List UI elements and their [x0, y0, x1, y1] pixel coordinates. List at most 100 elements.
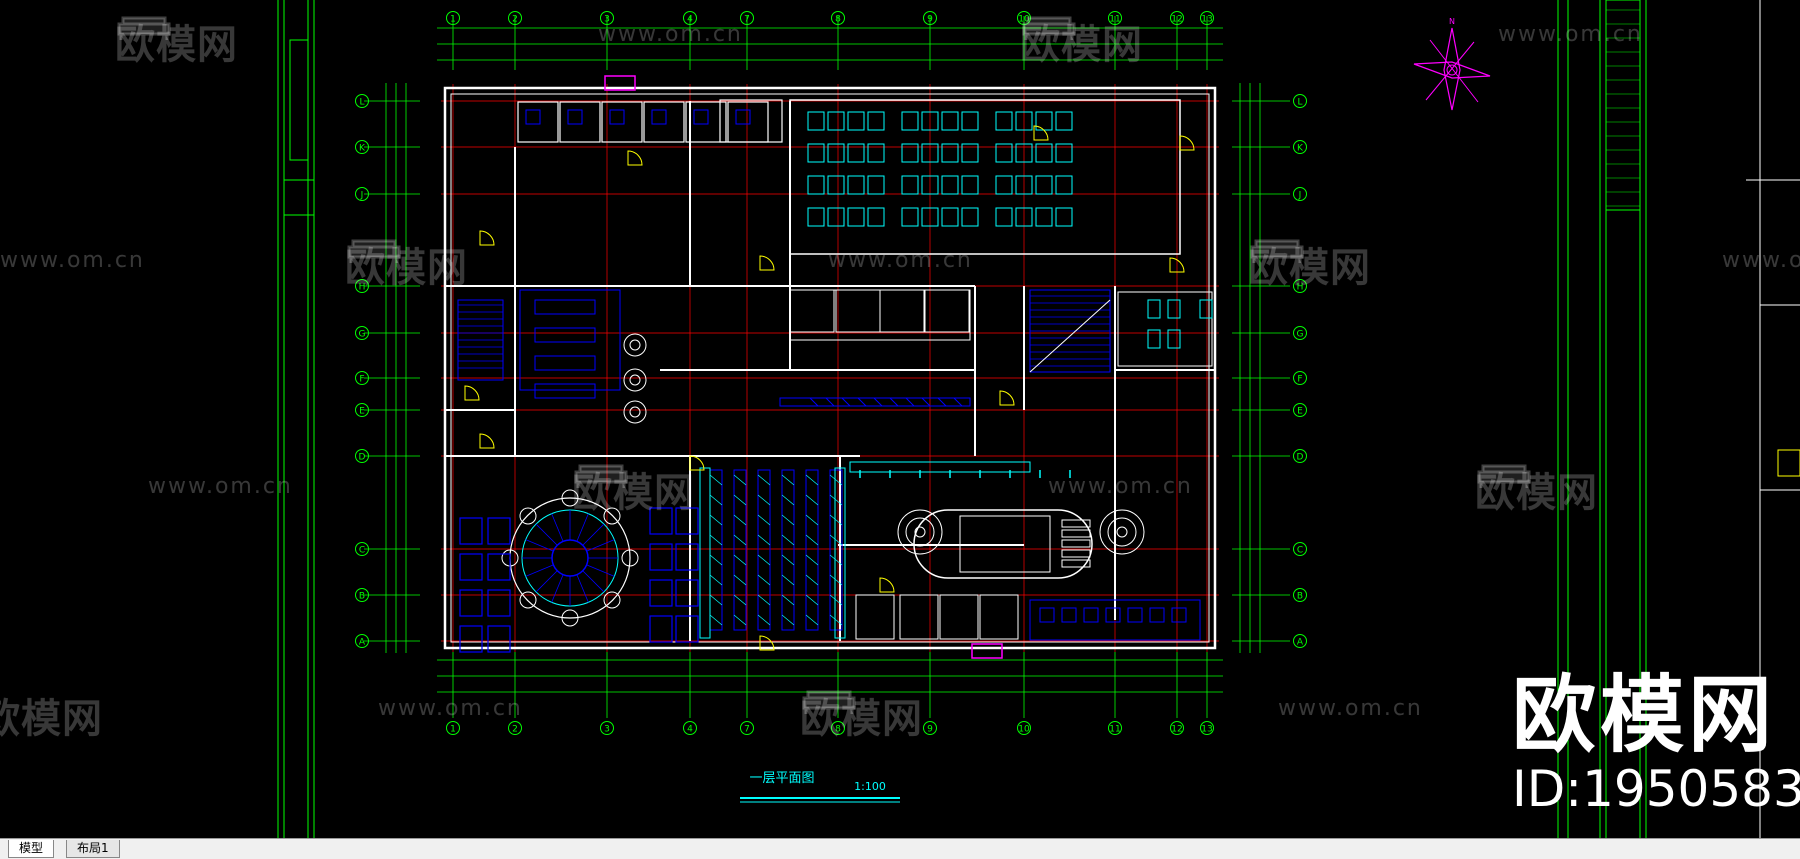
round-table-radial [576, 574, 589, 603]
bookshelf [781, 469, 795, 631]
pool-step [1061, 519, 1091, 528]
seat-chair [1055, 143, 1073, 163]
row-axis-bubble [355, 187, 369, 201]
lounge-chair [561, 609, 579, 627]
counter-hatch [921, 397, 931, 407]
column-axis-bubble [683, 721, 697, 735]
bookshelf-hatch [733, 494, 747, 506]
tab-model[interactable]: 模型 [8, 840, 55, 858]
column-axis-bubble [508, 11, 522, 25]
small-room [559, 101, 601, 143]
seat-chair [995, 207, 1013, 227]
row-axis-bubble [355, 371, 369, 385]
bookshelf-hatch [805, 494, 819, 506]
round-table-radial [586, 564, 615, 577]
tab-layout1[interactable]: 布局1 [66, 840, 120, 858]
counter-hatch [809, 397, 819, 407]
small-room [601, 101, 643, 143]
toilet-fixture [1147, 299, 1161, 319]
row-axis-label: B [1297, 592, 1303, 602]
column-axis-label: 3 [604, 725, 610, 735]
seat-chair [1015, 207, 1033, 227]
column-axis-label: 3 [604, 15, 610, 25]
rest-bench [1061, 607, 1077, 623]
column-axis-label: 7 [744, 725, 750, 735]
bookshelf-side [834, 467, 846, 639]
door-swing [1033, 125, 1049, 141]
counter-hatch [953, 397, 963, 407]
toilet-room [1117, 291, 1213, 367]
seat-chair [807, 207, 825, 227]
seat-chair [867, 175, 885, 195]
sofa-seat [487, 589, 511, 617]
counter-hatch [857, 397, 867, 407]
counter [779, 397, 971, 407]
furniture-item [651, 109, 667, 125]
counter-hatch [873, 397, 883, 407]
bookshelf [829, 469, 843, 631]
door-swing [464, 385, 480, 401]
washing-machine [629, 406, 641, 418]
row-axis-label: G [1297, 330, 1304, 340]
spa-pool [905, 517, 935, 547]
bookshelf-hatch [709, 494, 723, 506]
column-axis-label: 12 [1171, 15, 1182, 25]
door-swing [479, 230, 495, 246]
sofa-seat [649, 543, 673, 571]
entrance-steps [604, 75, 636, 91]
small-room [517, 101, 559, 143]
sofa-seat [487, 625, 511, 653]
seat-chair [921, 143, 939, 163]
north-arrow-label: N [1449, 17, 1455, 26]
column-axis-label: 4 [687, 725, 693, 735]
row-axis-bubble [1293, 403, 1307, 417]
door-swing [1169, 257, 1185, 273]
round-table-radial [525, 539, 554, 552]
lounge-chair [561, 489, 579, 507]
exterior-wall [443, 86, 1217, 650]
changing-room [979, 594, 1019, 640]
seat-chair [1015, 143, 1033, 163]
seat-chair [847, 111, 865, 131]
drawing-title: 一层平面图 [749, 771, 814, 786]
brand-id: ID:1950583 [1512, 760, 1800, 818]
seat-chair [1015, 111, 1033, 131]
brand-name: 欧模网 [1512, 666, 1777, 764]
seat-chair [921, 207, 939, 227]
row-axis-label: D [1297, 453, 1304, 463]
bookshelf-hatch [709, 554, 723, 566]
seat-chair [941, 175, 959, 195]
row-axis-label: C [1297, 546, 1303, 556]
bookshelf-hatch [805, 534, 819, 546]
column-axis-bubble [923, 11, 937, 25]
bookshelf-hatch [709, 474, 723, 486]
row-axis-bubble [1293, 187, 1307, 201]
column-axis-bubble [923, 721, 937, 735]
row-axis-bubble [355, 94, 369, 108]
bookshelf-hatch [709, 614, 723, 626]
entrance-steps [971, 643, 1003, 659]
furniture-item [567, 109, 583, 125]
elevation-detail [1605, 0, 1641, 211]
counter-hatch [937, 397, 947, 407]
office-room [924, 289, 970, 333]
spa-pool [1099, 509, 1145, 555]
seat-chair [921, 111, 939, 131]
seat-chair [1055, 111, 1073, 131]
bookshelf-hatch [757, 534, 771, 546]
row-axis-bubble [355, 279, 369, 293]
seat-chair [807, 111, 825, 131]
round-table-radial [551, 574, 564, 603]
bookshelf-hatch [757, 574, 771, 586]
bookshelf-hatch [709, 574, 723, 586]
bookshelf-hatch [781, 594, 795, 606]
bookshelf-hatch [733, 554, 747, 566]
column-axis-label: 2 [512, 15, 518, 25]
toilet-fixture [1167, 299, 1181, 319]
row-axis-bubble [1293, 634, 1307, 648]
storage-area [519, 289, 621, 391]
bookshelf-hatch [757, 494, 771, 506]
round-table-radial [525, 564, 554, 577]
